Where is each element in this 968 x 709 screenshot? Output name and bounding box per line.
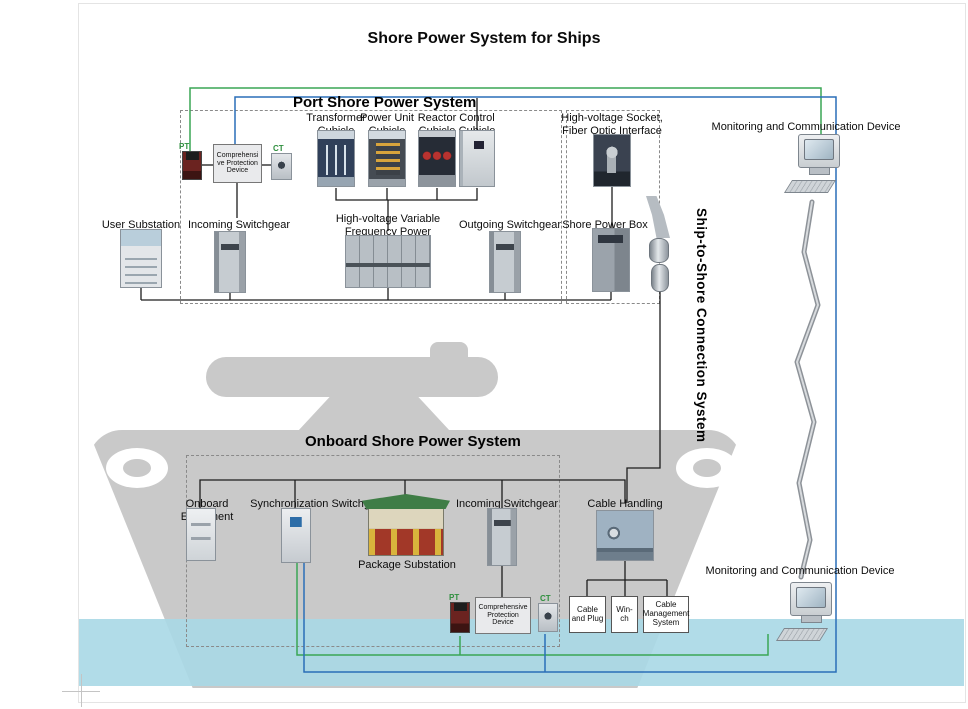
outgoing-switchgear-photo: [489, 231, 521, 293]
diagram-title: Shore Power System for Ships: [367, 30, 601, 47]
user-substation-label: User Substation: [101, 219, 181, 231]
keyboard-icon: [783, 180, 837, 193]
hv-socket-photo: [593, 134, 631, 187]
package-substation-label: Package Substation: [358, 559, 456, 571]
outgoing-switchgear-label: Outgoing Switchgear: [458, 219, 562, 231]
sync-switchgear-photo: [281, 508, 311, 563]
monitor-icon: [790, 582, 832, 616]
sync-switchgear-label: Synchronization Switchgear: [250, 498, 386, 510]
keyboard-icon: [775, 628, 829, 641]
monitor-icon: [798, 134, 840, 168]
shore-power-box-photo: [592, 228, 630, 292]
onboard-incoming-switchgear-photo: [487, 508, 517, 566]
ct-transformer-photo: [538, 603, 558, 632]
cable-connector-photo: [651, 264, 669, 292]
screen-icon: [796, 587, 826, 608]
pt-transformer-photo: [182, 151, 202, 180]
power-unit-cubicle-photo: [368, 130, 406, 187]
protection-device-box: Comprehensive Protection Device: [213, 144, 262, 183]
ship-to-shore-label: Ship-to-Shore Connection System: [694, 208, 709, 443]
frame-border: [78, 3, 966, 703]
control-cubicle-photo: [459, 130, 495, 187]
monitor-stand-icon: [801, 615, 822, 623]
ct-label: CT: [273, 144, 284, 153]
ct-transformer-photo: [271, 153, 292, 180]
crosshair-mark: [81, 674, 82, 707]
onboard-system-title: Onboard Shore Power System: [305, 433, 521, 450]
porthole-right: [676, 448, 738, 488]
monitoring-device-bottom-label: Monitoring and Communication Device: [705, 565, 895, 577]
pt-transformer-photo: [450, 602, 470, 633]
computer-icon: [783, 134, 846, 196]
pt-label: PT: [449, 593, 460, 602]
ship-superstructure-bar: [206, 357, 498, 397]
onboard-incoming-switchgear-label: Incoming Switchgear: [455, 498, 559, 510]
onboard-equipment-photo: [186, 508, 216, 561]
incoming-switchgear-photo: [214, 231, 246, 293]
cable-and-plug-box: Cable and Plug: [569, 596, 606, 633]
porthole-left: [106, 448, 168, 488]
transformer-cubicle-photo: [317, 130, 355, 187]
reactor-cubicle-photo: [418, 130, 456, 187]
winch-box: Win-ch: [611, 596, 638, 633]
vfps-photo: [345, 235, 431, 288]
monitoring-device-top-label: Monitoring and Communication Device: [711, 121, 901, 133]
computer-icon: [775, 582, 838, 644]
screen-icon: [804, 139, 834, 160]
ship-funnel: [430, 342, 468, 360]
incoming-switchgear-label: Incoming Switchgear: [187, 219, 291, 231]
monitor-stand-icon: [809, 167, 830, 175]
user-substation-photo: [120, 229, 162, 288]
package-substation-photo: [368, 506, 444, 556]
cable-connector-photo: [649, 238, 669, 263]
cable-management-box: Cable Management System: [643, 596, 689, 633]
ct-label: CT: [540, 594, 551, 603]
port-system-title: Port Shore Power System: [293, 94, 477, 111]
protection-device-box: Comprehensive Protection Device: [475, 597, 531, 634]
cable-handling-photo: [596, 510, 654, 561]
pt-label: PT: [179, 142, 190, 151]
hv-socket-label: High-voltage Socket, Fiber Optic Interfa…: [561, 112, 663, 137]
